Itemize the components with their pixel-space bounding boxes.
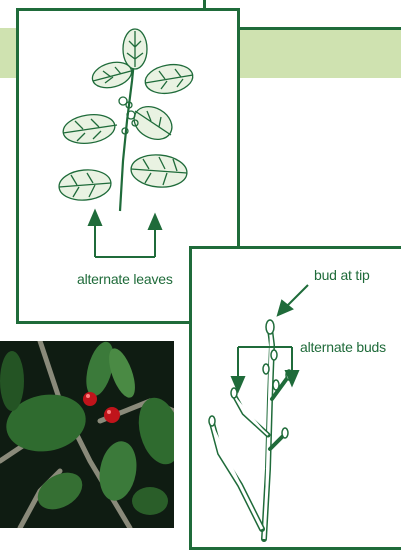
alternate-leaves-bracket <box>89 211 161 257</box>
alternate-leaves-label: alternate leaves <box>77 271 173 287</box>
bud-at-tip-label: bud at tip <box>314 267 370 283</box>
bare-twig-illustration <box>192 249 401 549</box>
bud-at-tip-arrow <box>278 285 308 315</box>
twig-illustration-panel: bud at tip alternate buds <box>189 246 401 550</box>
shrub-berries-photo <box>0 341 174 528</box>
alternate-buds-label: alternate buds <box>300 339 386 355</box>
leaf <box>123 29 147 69</box>
